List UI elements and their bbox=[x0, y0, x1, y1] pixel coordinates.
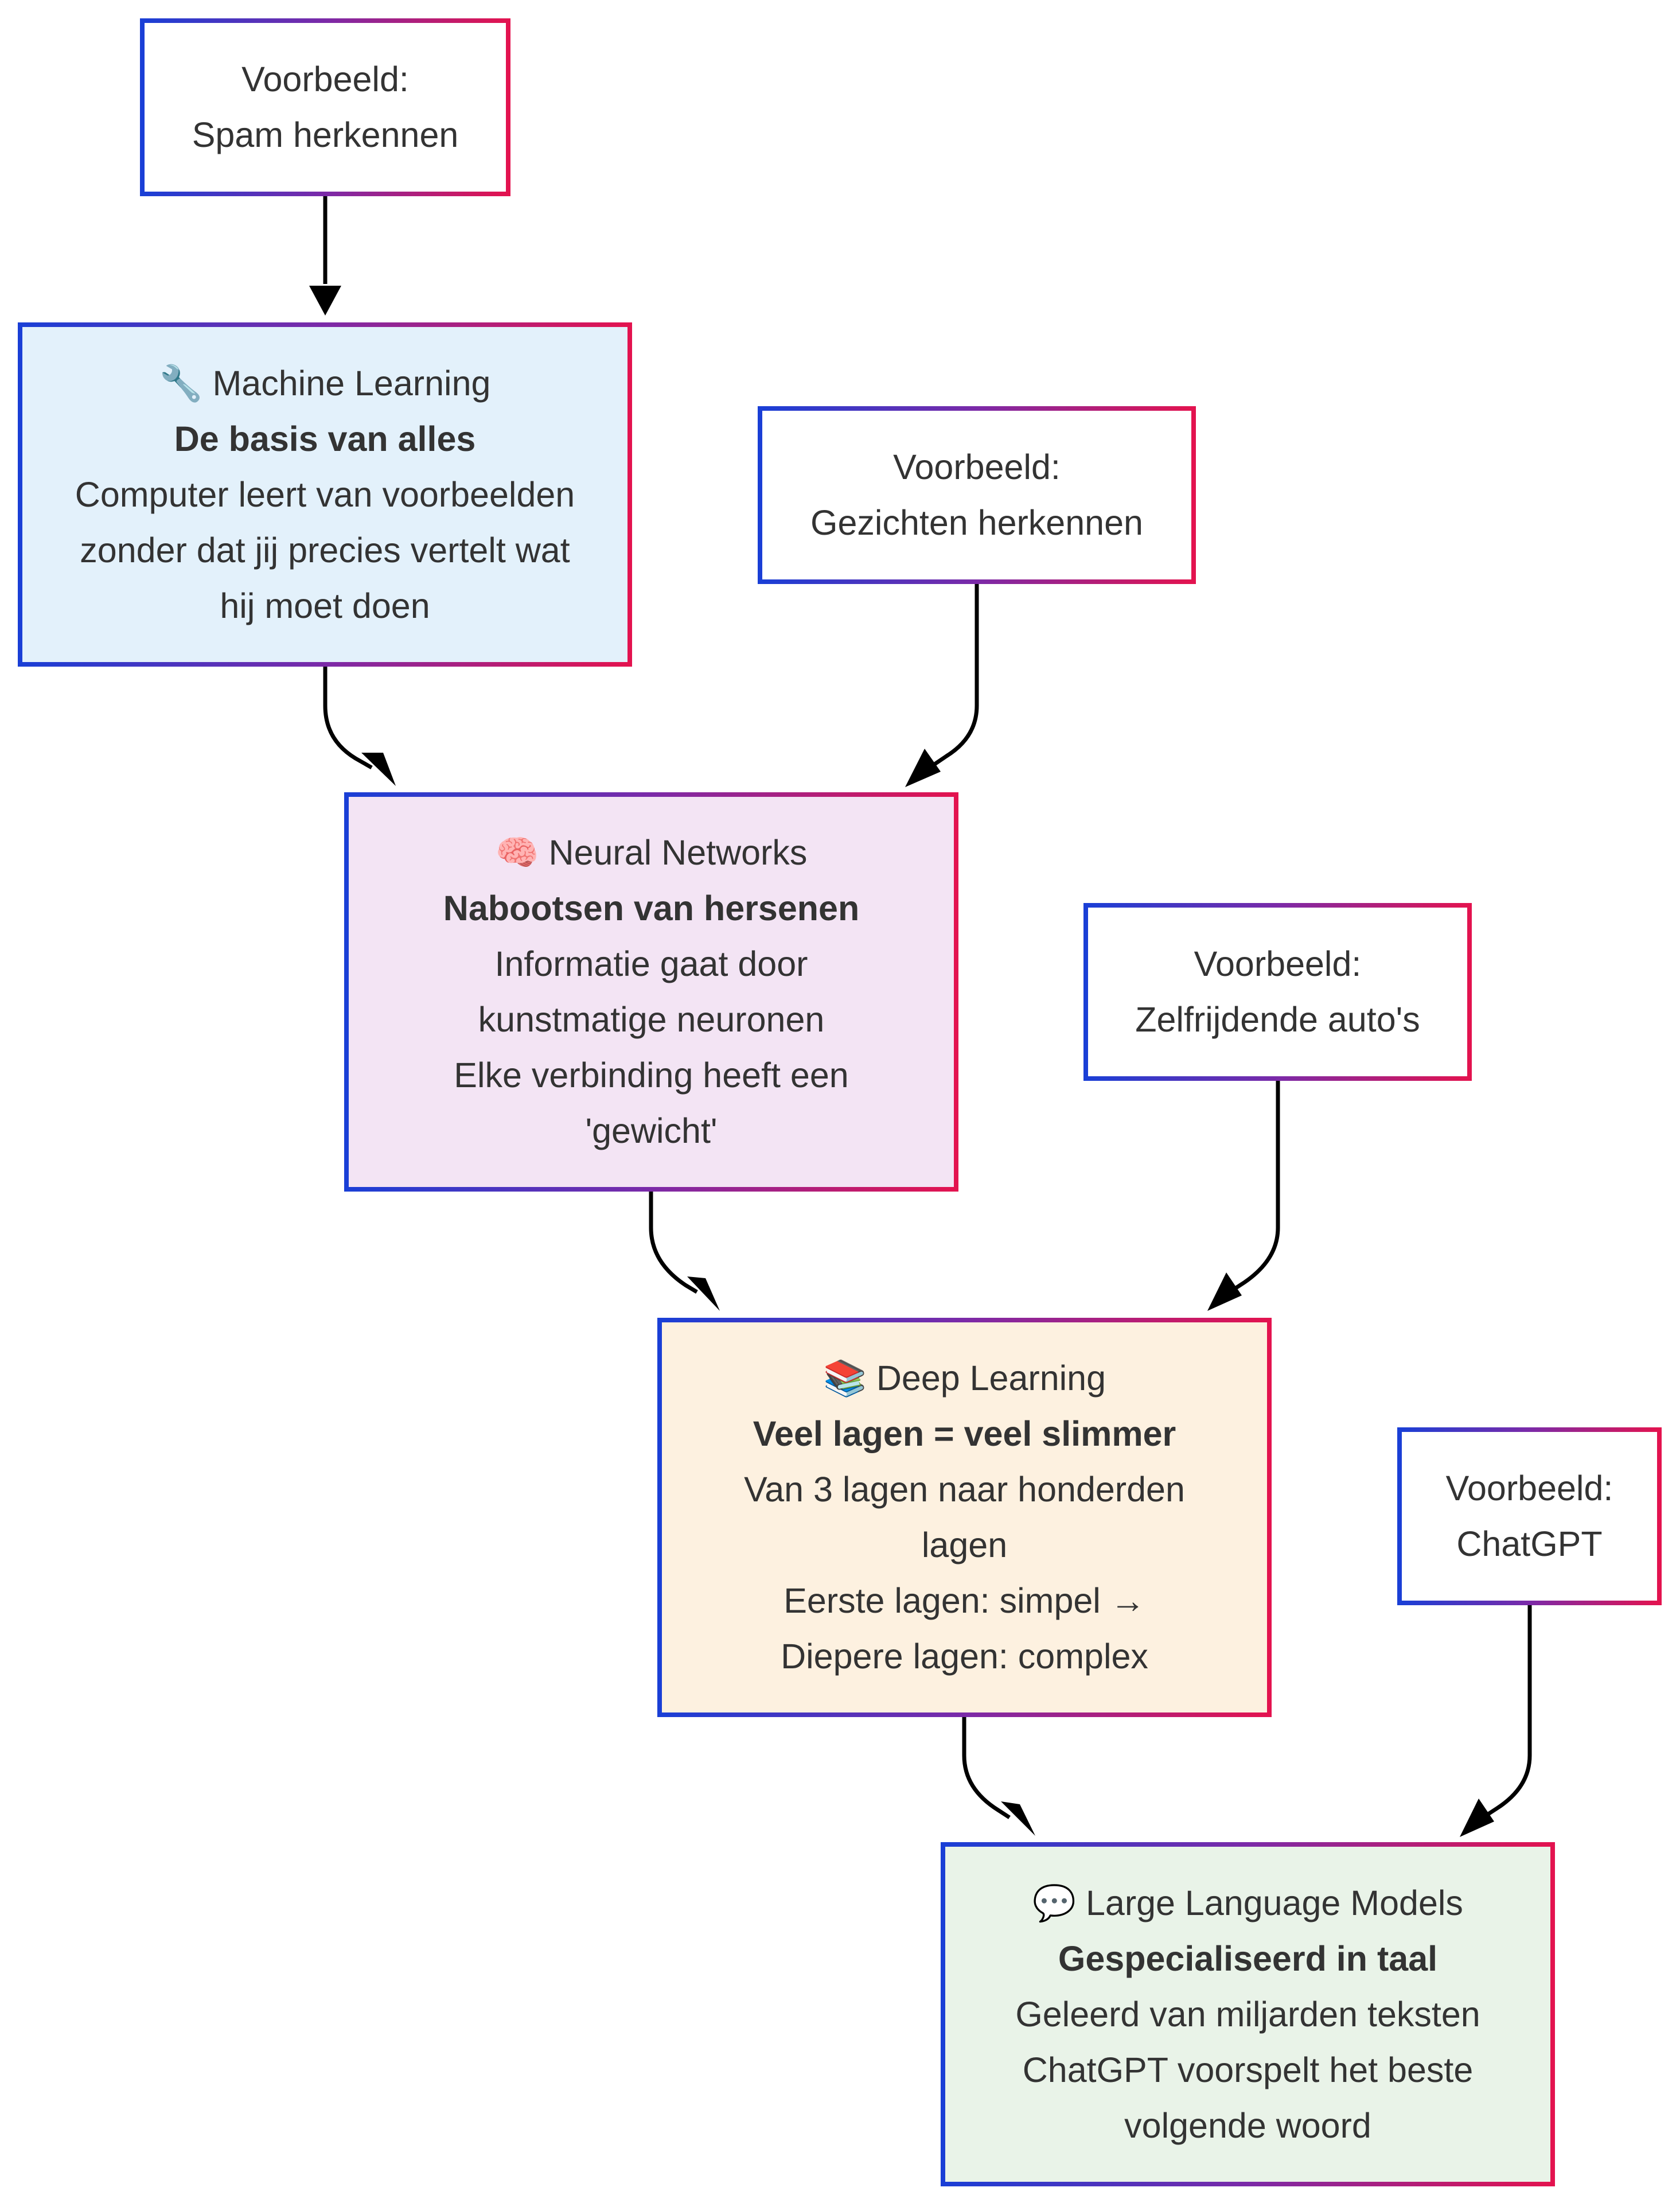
edge-arrowhead bbox=[687, 1276, 720, 1311]
node-subtitle: De basis van alles bbox=[174, 419, 476, 458]
node-line: Eerste lagen: simpel → bbox=[784, 1581, 1145, 1620]
edge-dl-to-llm bbox=[962, 1715, 1011, 1819]
edge-arrowhead bbox=[361, 753, 396, 786]
node-title: 🧠 Neural Networks bbox=[495, 833, 808, 872]
edge-ml-to-nn bbox=[323, 665, 373, 770]
node-line: ChatGPT voorspelt het beste bbox=[1022, 2050, 1474, 2089]
node-title: 💬 Large Language Models bbox=[1032, 1883, 1463, 1922]
example-value: Zelfrijdende auto's bbox=[1135, 1000, 1420, 1039]
example-value: ChatGPT bbox=[1456, 1524, 1603, 1563]
node-subtitle: Nabootsen van hersenen bbox=[443, 889, 860, 928]
node-line: zonder dat jij precies vertelt wat bbox=[80, 530, 570, 570]
node-line: hij moet doen bbox=[220, 586, 430, 625]
node-subtitle: Veel lagen = veel slimmer bbox=[753, 1414, 1176, 1453]
edge-arrowhead bbox=[1001, 1801, 1035, 1836]
example-chatgpt-box bbox=[1397, 1427, 1662, 1605]
example-label: Voorbeeld: bbox=[241, 60, 409, 99]
deep-learning-box bbox=[657, 1318, 1272, 1717]
node-line: Van 3 lagen naar honderden bbox=[744, 1470, 1185, 1509]
deep-learning-node: 📚 Deep Learning Veel lagen = veel slimme… bbox=[662, 1322, 1267, 1712]
example-faces-box bbox=[758, 406, 1196, 584]
example-chatgpt-node: Voorbeeld: ChatGPT bbox=[1402, 1432, 1657, 1601]
example-spam-node: Voorbeeld: Spam herkennen bbox=[145, 23, 506, 192]
machine-learning-box bbox=[18, 322, 632, 667]
node-boxes bbox=[18, 18, 1662, 2186]
edge-faces-to-nn bbox=[931, 582, 979, 768]
edge-cars-to-dl bbox=[1232, 1080, 1280, 1291]
edge-arrowhead bbox=[905, 749, 941, 787]
edges bbox=[309, 195, 1532, 1837]
node-line: lagen bbox=[921, 1525, 1008, 1564]
node-line: Informatie gaat door bbox=[494, 944, 808, 983]
example-cars-node: Voorbeeld: Zelfrijdende auto's bbox=[1088, 908, 1467, 1076]
machine-learning-node: 🔧 Machine Learning De basis van alles Co… bbox=[22, 327, 627, 662]
neural-networks-box bbox=[344, 792, 958, 1192]
example-value: Gezichten herkennen bbox=[810, 503, 1143, 542]
example-spam-box bbox=[140, 18, 510, 196]
edge-arrowhead bbox=[1460, 1799, 1494, 1837]
edge-arrowhead bbox=[1207, 1272, 1242, 1311]
node-line: volgende woord bbox=[1124, 2105, 1371, 2145]
books-icon: 📚 bbox=[823, 1359, 867, 1398]
neural-networks-node: 🧠 Neural Networks Nabootsen van hersenen… bbox=[349, 797, 954, 1187]
node-line: Elke verbinding heeft een bbox=[454, 1056, 849, 1095]
example-cars-box bbox=[1083, 903, 1472, 1081]
llm-node: 💬 Large Language Models Gespecialiseerd … bbox=[945, 1847, 1550, 2182]
node-line: 'gewicht' bbox=[585, 1111, 718, 1150]
example-label: Voorbeeld: bbox=[893, 447, 1061, 486]
wrench-icon: 🔧 bbox=[159, 363, 203, 403]
example-value: Spam herkennen bbox=[192, 115, 459, 154]
brain-icon: 🧠 bbox=[495, 833, 539, 872]
node-title: 📚 Deep Learning bbox=[823, 1359, 1106, 1398]
edge-nn-to-dl bbox=[649, 1190, 698, 1294]
node-line: kunstmatige neuronen bbox=[478, 1000, 825, 1039]
llm-box bbox=[941, 1842, 1555, 2186]
edge-arrowhead bbox=[309, 286, 341, 316]
edge-chatgpt-to-llm bbox=[1484, 1605, 1532, 1817]
example-label: Voorbeeld: bbox=[1194, 944, 1362, 983]
speech-bubble-icon: 💬 bbox=[1032, 1883, 1077, 1922]
example-label: Voorbeeld: bbox=[1445, 1469, 1613, 1508]
node-line: Diepere lagen: complex bbox=[781, 1637, 1148, 1676]
node-title: 🔧 Machine Learning bbox=[159, 363, 491, 403]
node-subtitle: Gespecialiseerd in taal bbox=[1058, 1939, 1438, 1978]
node-line: Geleerd van miljarden teksten bbox=[1015, 1994, 1480, 2034]
node-line: Computer leert van voorbeelden bbox=[75, 474, 575, 514]
example-faces-node: Voorbeeld: Gezichten herkennen bbox=[762, 411, 1191, 579]
